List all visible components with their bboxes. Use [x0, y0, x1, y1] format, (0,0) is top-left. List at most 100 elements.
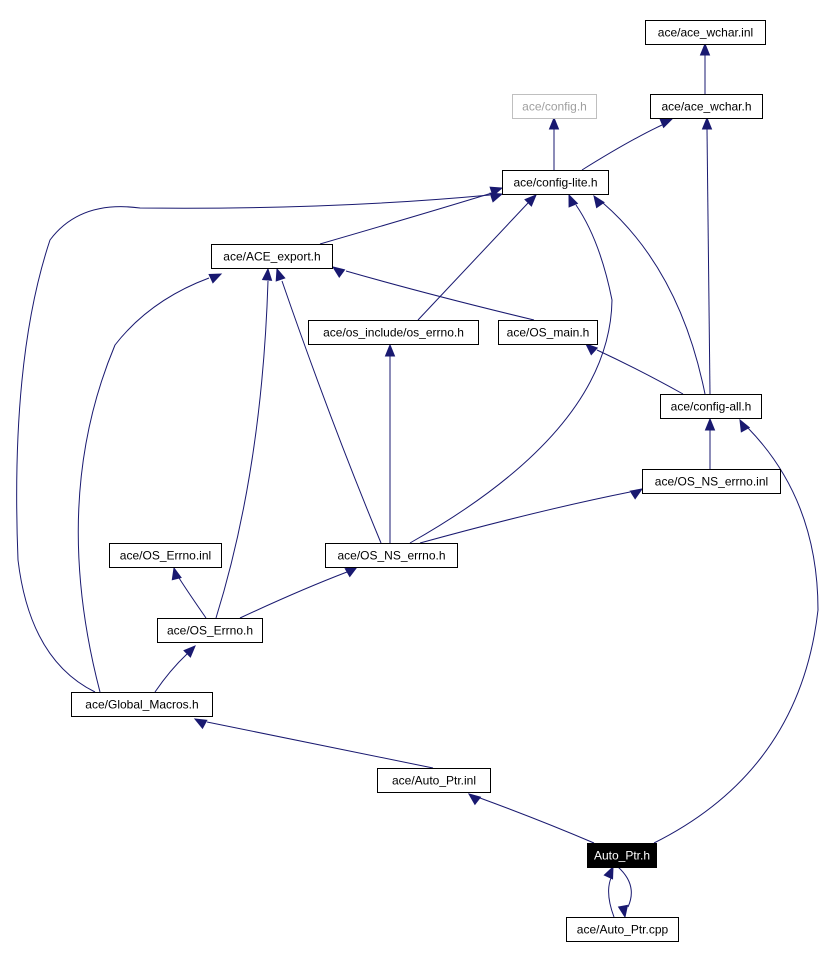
node-box: [71, 692, 213, 717]
edge-line: [653, 427, 819, 844]
node-box: [498, 320, 598, 345]
arrowhead-icon: [548, 116, 560, 130]
node-box: [512, 94, 597, 119]
edge-os_ns_errno_h-to-ace_export: [275, 267, 382, 544]
edge-os_include_errno-to-config_lite: [417, 194, 537, 321]
node-box: [157, 618, 263, 643]
node-box: [660, 394, 762, 419]
node-os-errno-inl[interactable]: ace/OS_Errno.inl: [109, 543, 222, 568]
node-box: [502, 170, 609, 195]
edge-line: [345, 270, 535, 321]
edge-config_all-to-config_lite: [593, 194, 706, 395]
node-box: [211, 244, 333, 269]
arrowhead-icon: [704, 417, 716, 431]
arrowhead-icon: [585, 343, 599, 356]
node-box: [642, 469, 781, 494]
node-label: ace/ace_wchar.inl: [658, 26, 753, 40]
node-config-lite[interactable]: ace/config-lite.h: [502, 170, 609, 195]
arrowhead-icon: [617, 904, 629, 919]
node-box: [308, 320, 479, 345]
node-box: [325, 543, 458, 568]
node-os-ns-errno-inl[interactable]: ace/OS_NS_errno.inl: [642, 469, 781, 494]
edge-line: [479, 797, 595, 844]
node-label: ace/os_include/os_errno.h: [323, 326, 464, 340]
arrowhead-icon: [193, 718, 208, 730]
arrowhead-icon: [384, 343, 396, 357]
arrowhead-icon: [659, 118, 674, 129]
edge-global_macros-to-os_errno_h: [154, 645, 196, 693]
node-label: ace/OS_Errno.h: [167, 624, 253, 638]
arrowhead-icon: [699, 42, 711, 56]
edge-auto_ptr_h-to-auto_ptr_cpp: [617, 866, 632, 919]
node-label: ace/config-lite.h: [513, 176, 597, 190]
node-label: ace/OS_Errno.inl: [120, 549, 211, 563]
node-config-all[interactable]: ace/config-all.h: [660, 394, 762, 419]
node-label: ace/OS_main.h: [507, 326, 590, 340]
node-box: [109, 543, 222, 568]
node-auto-ptr-cpp[interactable]: ace/Auto_Ptr.cpp: [566, 917, 679, 942]
edge-ace_wchar_h-to-ace_wchar_inl: [699, 42, 711, 94]
edge-global_macros-to-ace_export: [77, 273, 223, 693]
node-os-main[interactable]: ace/OS_main.h: [498, 320, 598, 345]
arrowhead-icon: [629, 488, 644, 500]
node-box: [587, 843, 657, 868]
edge-config_lite-to-ace_wchar_h: [581, 118, 674, 171]
node-os-ns-errno-h[interactable]: ace/OS_NS_errno.h: [325, 543, 458, 568]
node-auto-ptr-h: Auto_Ptr.h: [587, 843, 657, 868]
edge-line: [215, 280, 269, 619]
edge-os_ns_errno_h-to-os_include_errno: [384, 343, 396, 543]
arrowhead-icon: [261, 267, 273, 281]
edge-global_macros-to-config_lite: [16, 192, 504, 693]
arrowhead-icon: [208, 273, 223, 284]
node-auto-ptr-inl[interactable]: ace/Auto_Ptr.inl: [377, 768, 491, 793]
arrowhead-icon: [344, 566, 359, 578]
nodes-layer: ace/ace_wchar.inl ace/config.h ace/ace_wch…: [71, 20, 781, 942]
arrowhead-icon: [171, 566, 182, 581]
node-label: ace/OS_NS_errno.inl: [655, 475, 768, 489]
node-box: [566, 917, 679, 942]
edge-auto_ptr_inl-to-global_macros: [193, 718, 434, 769]
edge-os_errno_h-to-os_errno_inl: [171, 566, 207, 619]
edge-line: [706, 128, 711, 395]
edge-ace_export-to-config_lite: [319, 186, 504, 245]
node-box: [377, 768, 491, 793]
node-os-include-errno[interactable]: ace/os_include/os_errno.h: [308, 320, 479, 345]
edge-os_errno_h-to-os_ns_errno_h: [239, 566, 359, 619]
edge-line: [419, 491, 631, 544]
node-os-errno-h[interactable]: ace/OS_Errno.h: [157, 618, 263, 643]
arrowhead-icon: [467, 793, 482, 806]
edge-auto_ptr_cpp-to-auto_ptr_h: [603, 865, 615, 918]
node-label: Auto_Ptr.h: [594, 849, 650, 863]
edge-line: [77, 277, 210, 693]
arrowhead-icon: [739, 418, 751, 433]
node-box: [645, 20, 766, 45]
node-label: ace/config-all.h: [671, 400, 752, 414]
arrowhead-icon: [489, 192, 504, 203]
arrowhead-icon: [593, 194, 605, 209]
edge-line: [239, 571, 348, 619]
node-label: ace/config.h: [522, 100, 587, 114]
node-ace-wchar-h[interactable]: ace/ace_wchar.h: [650, 94, 763, 119]
node-box: [650, 94, 763, 119]
edge-line: [417, 202, 529, 321]
arrowhead-icon: [331, 266, 346, 279]
edge-os_main-to-ace_export: [331, 266, 535, 321]
edge-config_all-to-os_main: [585, 343, 684, 395]
edge-config_lite-to-config_h: [548, 116, 560, 170]
arrowhead-icon: [701, 116, 713, 130]
edge-os_errno_h-to-ace_export: [215, 267, 273, 619]
node-ace-export[interactable]: ace/ACE_export.h: [211, 244, 333, 269]
node-label: ace/ACE_export.h: [223, 250, 320, 264]
edges-layer: [16, 42, 819, 919]
edge-os_ns_errno_h-to-config_lite: [409, 193, 613, 544]
edge-line: [409, 204, 613, 544]
node-ace-wchar-inl[interactable]: ace/ace_wchar.inl: [645, 20, 766, 45]
node-label: ace/Auto_Ptr.cpp: [577, 923, 669, 937]
node-global-macros[interactable]: ace/Global_Macros.h: [71, 692, 213, 717]
edge-os_ns_errno_inl-to-config_all: [704, 417, 716, 469]
node-label: ace/OS_NS_errno.h: [337, 549, 445, 563]
edge-line: [602, 202, 706, 395]
node-config-h[interactable]: ace/config.h: [512, 94, 597, 119]
edge-auto_ptr_h-to-config_all: [653, 418, 819, 844]
edge-line: [16, 194, 491, 693]
